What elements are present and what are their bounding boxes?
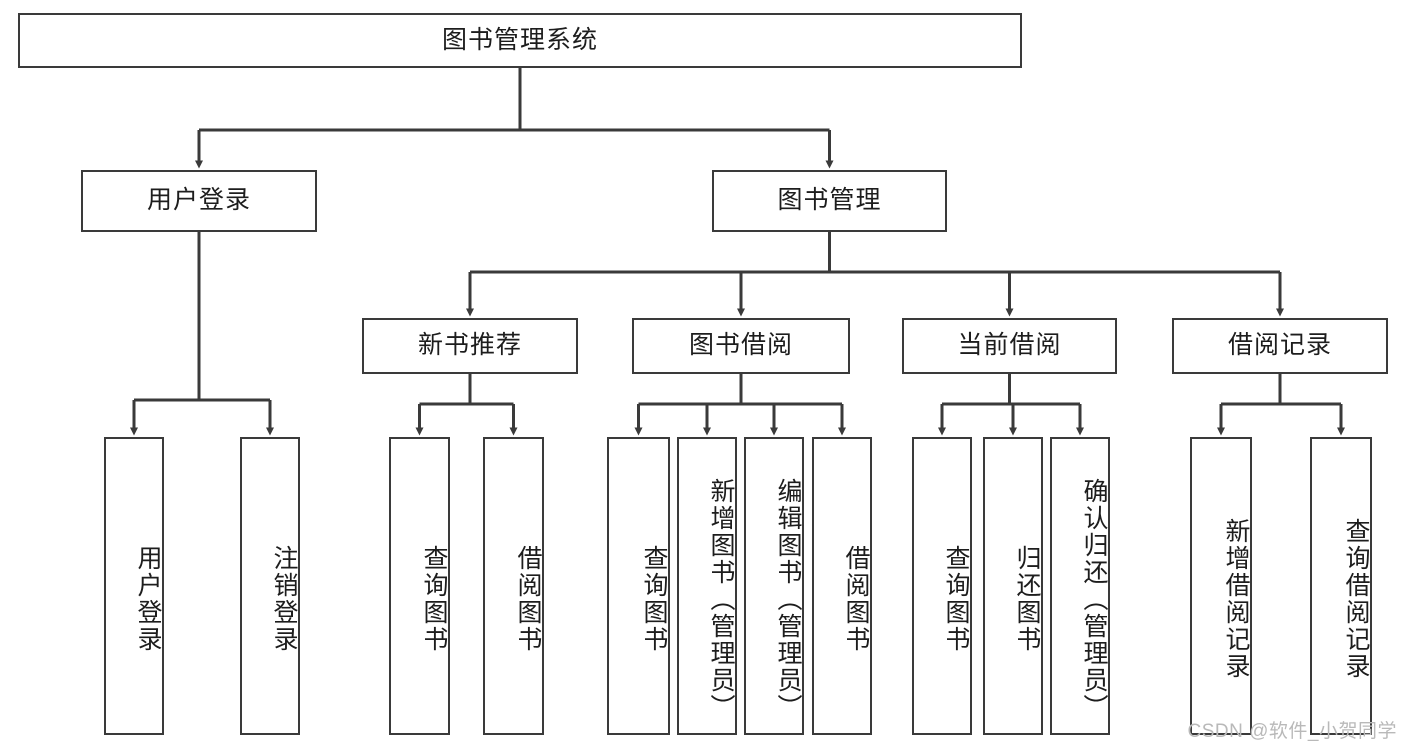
node-label: 查询图书 [420, 545, 448, 653]
node-leaf_12: 查询借阅记录 [1310, 437, 1372, 735]
node-label: 确认归还（管理员） [1080, 477, 1108, 721]
node-leaf_6: 编辑图书（管理员） [744, 437, 804, 735]
node-l3_1: 图书借阅 [632, 318, 850, 374]
node-l2_1: 图书管理 [712, 170, 947, 232]
node-label: 用户登录 [146, 186, 251, 215]
node-l3_2: 当前借阅 [902, 318, 1117, 374]
node-label: 当前借阅 [957, 331, 1062, 360]
node-leaf_10: 确认归还（管理员） [1050, 437, 1110, 735]
node-root: 图书管理系统 [18, 13, 1022, 68]
node-label: 图书管理系统 [441, 25, 598, 54]
node-label: 借阅图书 [514, 545, 542, 653]
node-leaf_7: 借阅图书 [812, 437, 872, 735]
node-label: 用户登录 [134, 545, 162, 653]
node-label: 借阅图书 [842, 545, 870, 653]
node-label: 借阅记录 [1227, 331, 1332, 360]
node-l2_0: 用户登录 [81, 170, 317, 232]
node-label: 查询图书 [640, 545, 668, 653]
node-label: 查询借阅记录 [1342, 518, 1370, 680]
node-l3_3: 借阅记录 [1172, 318, 1388, 374]
node-leaf_1: 注销登录 [240, 437, 300, 735]
node-leaf_0: 用户登录 [104, 437, 164, 735]
node-label: 新增图书（管理员） [707, 477, 735, 721]
node-label: 新增借阅记录 [1222, 518, 1250, 680]
node-leaf_11: 新增借阅记录 [1190, 437, 1252, 735]
watermark: CSDN @软件_小贺同学 [1187, 721, 1397, 742]
node-l3_0: 新书推荐 [362, 318, 578, 374]
node-leaf_5: 新增图书（管理员） [677, 437, 737, 735]
node-leaf_8: 查询图书 [912, 437, 972, 735]
node-label: 图书借阅 [688, 331, 793, 360]
node-leaf_3: 借阅图书 [483, 437, 544, 735]
node-label: 新书推荐 [417, 331, 522, 360]
node-label: 查询图书 [942, 545, 970, 653]
node-label: 注销登录 [270, 545, 298, 653]
node-label: 编辑图书（管理员） [774, 477, 802, 721]
node-label: 归还图书 [1013, 545, 1041, 653]
node-leaf_4: 查询图书 [607, 437, 670, 735]
node-leaf_2: 查询图书 [389, 437, 450, 735]
node-leaf_9: 归还图书 [983, 437, 1043, 735]
node-label: 图书管理 [777, 186, 882, 215]
